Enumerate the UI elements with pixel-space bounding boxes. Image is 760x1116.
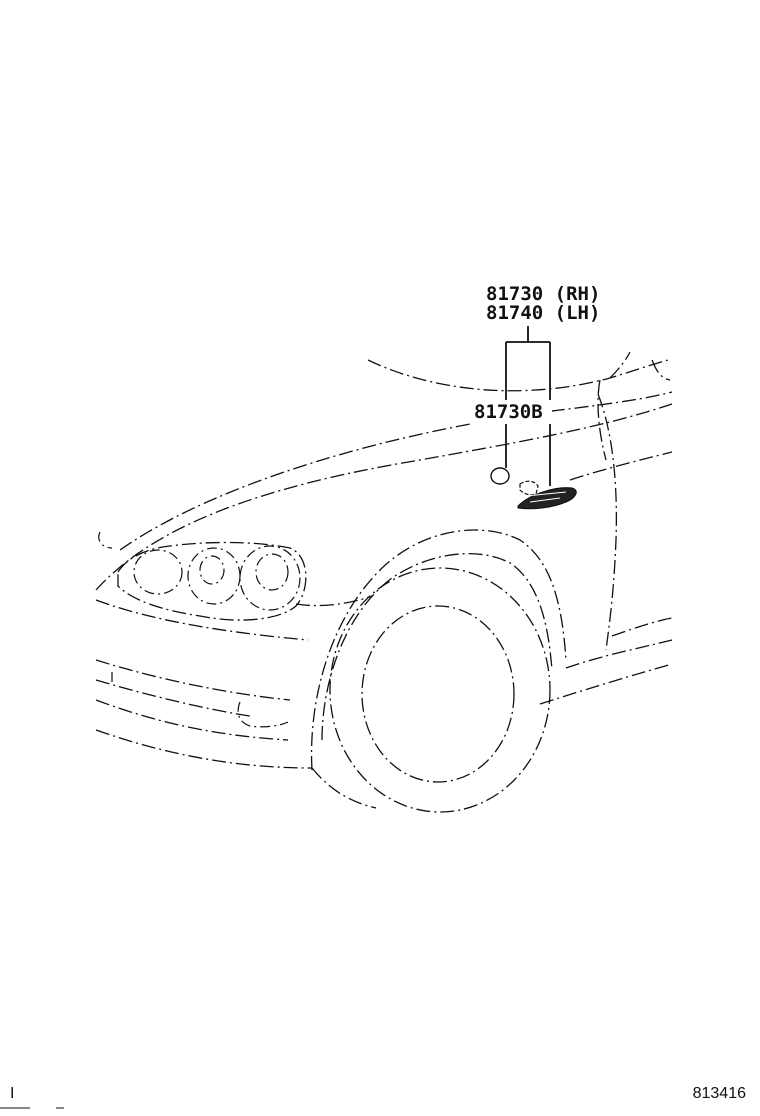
rocker-line-lower	[565, 639, 673, 669]
wheel-arch-inner	[321, 553, 553, 741]
bumper-corner-top	[98, 531, 113, 549]
bumper-grille-bottom	[95, 679, 251, 717]
marker-bulb	[490, 467, 510, 485]
door-belt-line	[569, 451, 673, 481]
headlamp-lens-3	[239, 545, 301, 611]
windshield-base	[609, 351, 631, 379]
tire-outer	[329, 567, 551, 813]
fog-lamp-recess	[237, 701, 289, 728]
door-bottom-line	[611, 617, 673, 637]
part-label-81730b: 81730B	[474, 401, 543, 423]
a-pillar	[651, 359, 671, 381]
side-marker-lamp	[517, 480, 577, 510]
figure-number: 813416	[692, 1085, 746, 1102]
bumper-grille-top	[95, 659, 291, 701]
bumper-lower-line	[95, 699, 289, 741]
bumper-upper-line	[95, 599, 309, 641]
wheel-rim	[361, 605, 515, 783]
hood-rear-edge	[367, 359, 669, 392]
headlamp-lens-2	[187, 547, 241, 605]
part-label-81740-lh: 81740 (LH)	[486, 302, 601, 324]
headlamp-housing	[117, 541, 307, 621]
part-label-81730-rh: 81730 (RH)	[486, 283, 601, 305]
fender-lower-front	[311, 767, 377, 809]
fender-rear-edge-top	[597, 379, 607, 461]
wheel-arch-outer	[310, 529, 567, 771]
fender-seam	[597, 393, 618, 651]
headlamp-lens-1	[133, 549, 183, 595]
headlamp-fender-junction	[295, 595, 373, 607]
bumper-valance	[95, 729, 313, 769]
headlamp-lens-2-inner	[199, 555, 225, 585]
footer-left-mark: I	[10, 1085, 15, 1102]
hood-fender-line	[95, 403, 673, 591]
bulb-label-backdrop	[470, 400, 552, 424]
headlamp-lens-3-inner	[255, 553, 289, 591]
rocker-line-upper	[539, 663, 673, 705]
hood-upper-line	[119, 391, 673, 551]
